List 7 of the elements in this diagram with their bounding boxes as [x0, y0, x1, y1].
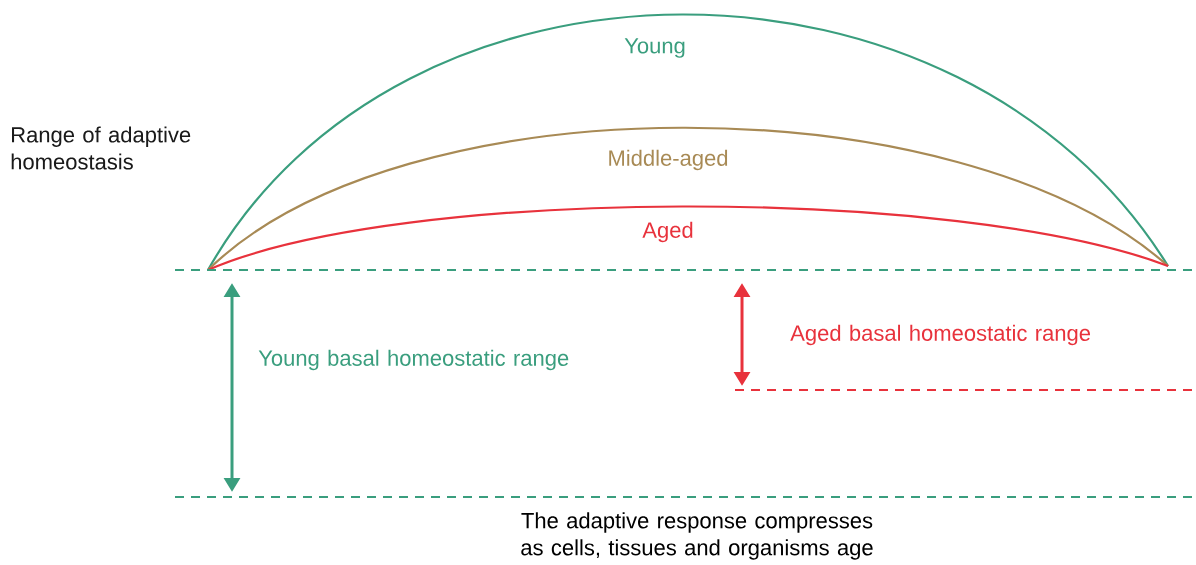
- label: Range of adaptive homeostasis: [11, 126, 191, 170]
- label: Aged basal homeostatic range: [790, 324, 1090, 346]
- label: Middle-aged: [609, 149, 728, 171]
- label: Aged: [642, 221, 693, 243]
- caption: The adaptive response compresses as cells, tissues and organisms age: [521, 512, 873, 560]
- label: Young basal homeostatic range: [258, 349, 569, 371]
- label: Young: [624, 38, 685, 58]
